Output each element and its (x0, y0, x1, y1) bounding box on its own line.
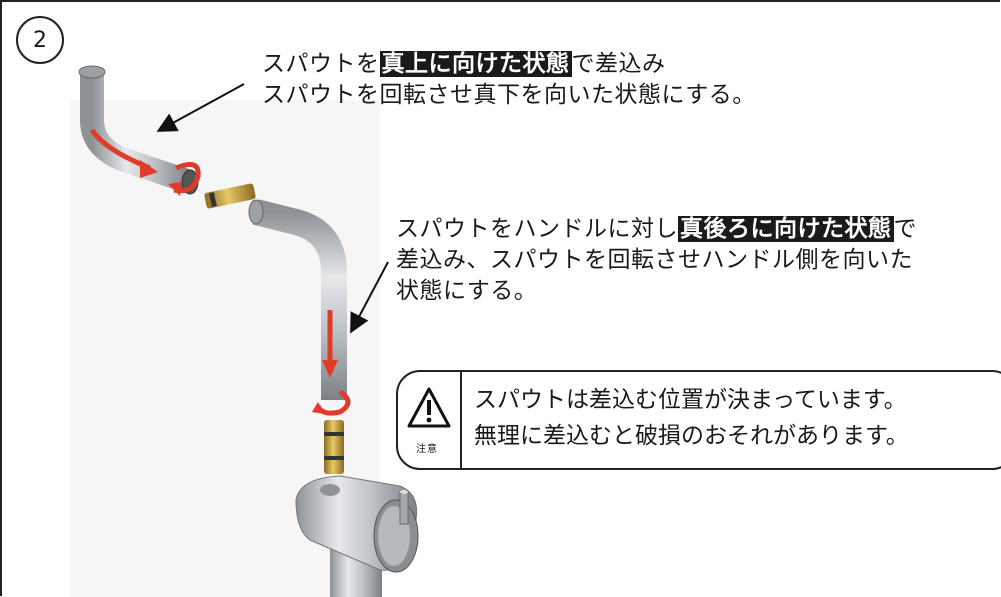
step-number-badge: 2 (16, 16, 64, 64)
caution-line-2: 無理に差込むと破損のおそれがあります。 (474, 423, 909, 449)
step-number: 2 (33, 27, 47, 53)
warning-triangle-icon (407, 387, 451, 428)
instruction-2-post: で (893, 216, 917, 242)
caution-line-1: スパウトは差込む位置が決まっています。 (474, 387, 907, 413)
upper-rotate-arrow (173, 161, 201, 194)
instruction-2-highlight: 真後ろに向けた状態 (678, 216, 894, 242)
lower-brass-fitting (324, 420, 344, 474)
instruction-1-line-2: スパウトを回転させ真下を向いた状態にする。 (262, 82, 756, 108)
faucet-body (295, 475, 419, 597)
caution-label: 注意 (416, 444, 438, 455)
instruction-2-line-2: 差込み、スパウトを回転させハンドル側を向いた (396, 247, 913, 273)
instruction-2-pre: スパウトをハンドルに対し (396, 216, 678, 242)
instruction-1-post: で差込み (571, 51, 666, 77)
caution-divider (460, 372, 462, 468)
instruction-1-highlight: 真上に向けた状態 (379, 51, 572, 77)
instruction-1-pre: スパウトを (262, 51, 380, 77)
upper-slide-arrowhead (140, 160, 158, 178)
instruction-1: スパウトを真上に向けた状態で差込み スパウトを回転させ真下を向いた状態にする。 (262, 49, 756, 111)
long-spout (248, 199, 347, 400)
instruction-1-line-1: スパウトを真上に向けた状態で差込み (262, 49, 756, 80)
caution-text: スパウトは差込む位置が決まっています。 無理に差込むと破損のおそれがあります。 (474, 382, 909, 454)
pointer-arrow-upper (156, 83, 245, 132)
lower-rotate-arrowhead (312, 402, 324, 414)
upper-rotate-arrowhead (168, 182, 182, 196)
instruction-2: スパウトをハンドルに対し真後ろに向けた状態で 差込み、スパウトを回転させハンドル… (396, 214, 917, 307)
caution-box: 注意 スパウトは差込む位置が決まっています。 無理に差込むと破損のおそれがありま… (396, 370, 1001, 470)
instruction-2-line-3: 状態にする。 (396, 278, 538, 304)
lower-slide-arrowhead (322, 360, 338, 378)
pointer-arrow-lower (350, 261, 389, 334)
upper-brass-fitting (204, 183, 256, 209)
instruction-2-line-1: スパウトをハンドルに対し真後ろに向けた状態で (396, 214, 917, 245)
